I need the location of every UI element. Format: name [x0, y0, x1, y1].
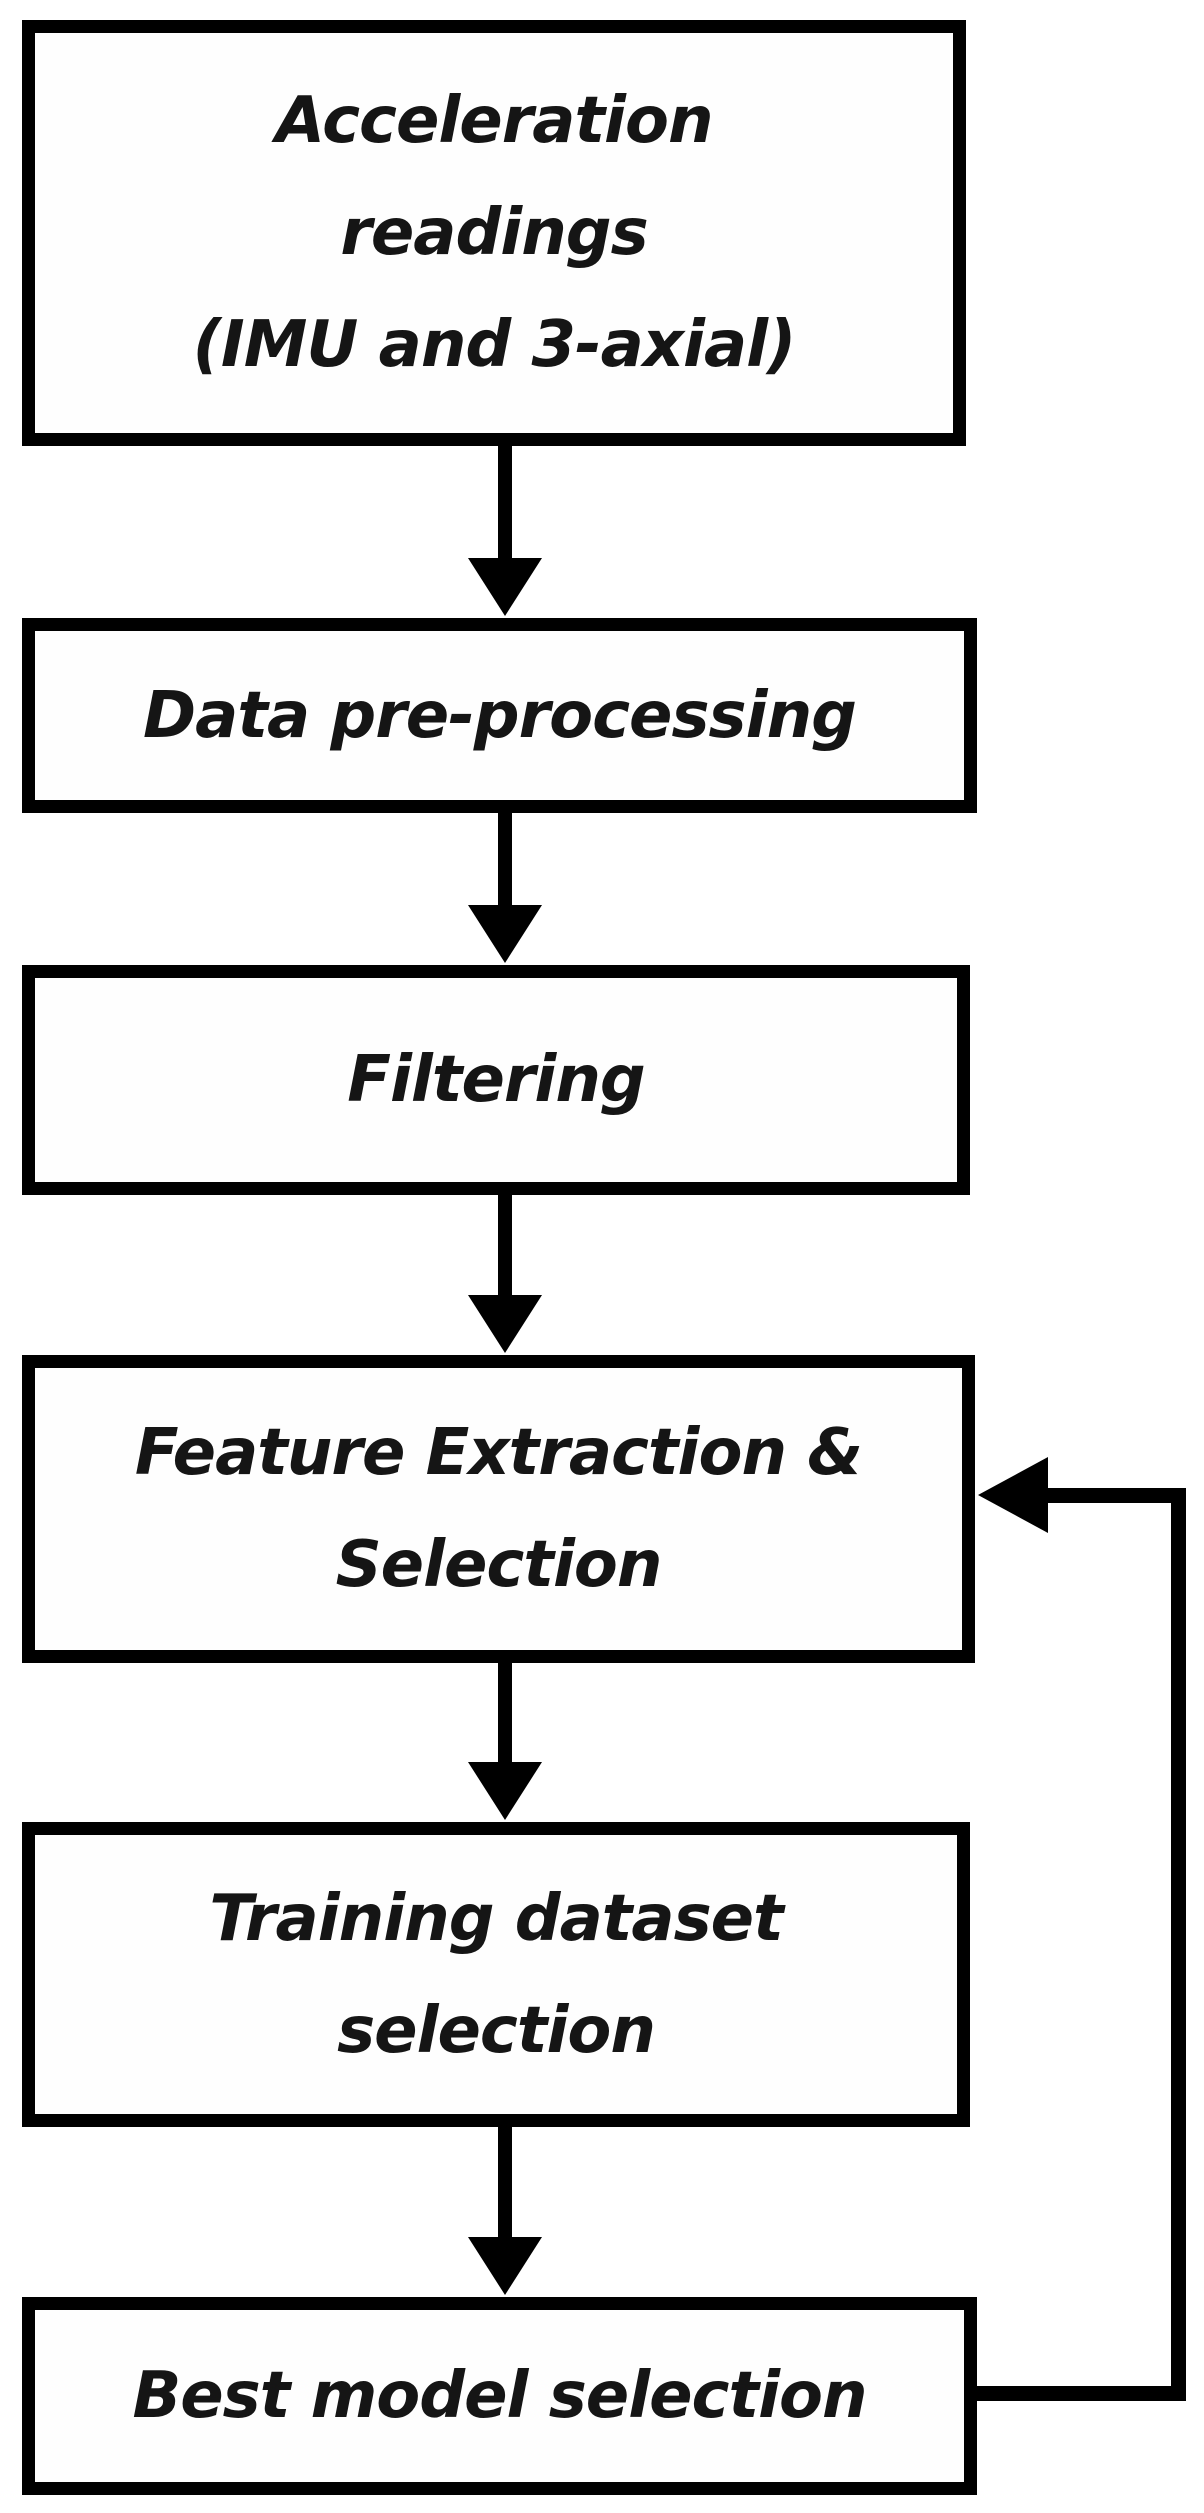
flow-node-acceleration-readings: Acceleration readings (IMU and 3-axial): [22, 20, 966, 446]
flow-node-label: Data pre-processing: [143, 678, 857, 753]
flow-node-feature-extraction-selection: Feature Extraction & Selection: [22, 1355, 975, 1663]
flow-node-label: Feature Extraction & Selection: [134, 1416, 863, 1602]
flow-node-label: Best model selection: [132, 2359, 867, 2433]
arrow-down-1-stem: [498, 446, 512, 562]
feedback-loop-bottom-segment: [975, 2386, 1186, 2401]
arrow-down-5-head-icon: [468, 2237, 542, 2295]
flow-node-filtering: Filtering: [22, 965, 970, 1195]
feedback-loop-arrow-left-head-icon: [978, 1457, 1048, 1533]
arrow-down-3-stem: [498, 1195, 512, 1297]
arrow-down-2-stem: [498, 813, 512, 908]
flow-node-label: Filtering: [347, 1043, 645, 1117]
arrow-down-1-head-icon: [468, 558, 542, 616]
arrow-down-3-head-icon: [468, 1295, 542, 1353]
arrow-down-4-head-icon: [468, 1762, 542, 1820]
arrow-down-2-head-icon: [468, 905, 542, 963]
feedback-loop-vertical-segment: [1171, 1488, 1186, 2401]
feedback-loop-top-segment: [1040, 1488, 1186, 1503]
flow-node-best-model-selection: Best model selection: [22, 2297, 977, 2495]
flow-node-label: Training dataset selection: [209, 1881, 783, 2068]
flow-node-data-pre-processing: Data pre-processing: [22, 618, 977, 813]
flow-node-training-dataset-selection: Training dataset selection: [22, 1822, 970, 2127]
arrow-down-4-stem: [498, 1663, 512, 1764]
arrow-down-5-stem: [498, 2127, 512, 2239]
flow-node-label: Acceleration readings (IMU and 3-axial): [192, 84, 797, 382]
